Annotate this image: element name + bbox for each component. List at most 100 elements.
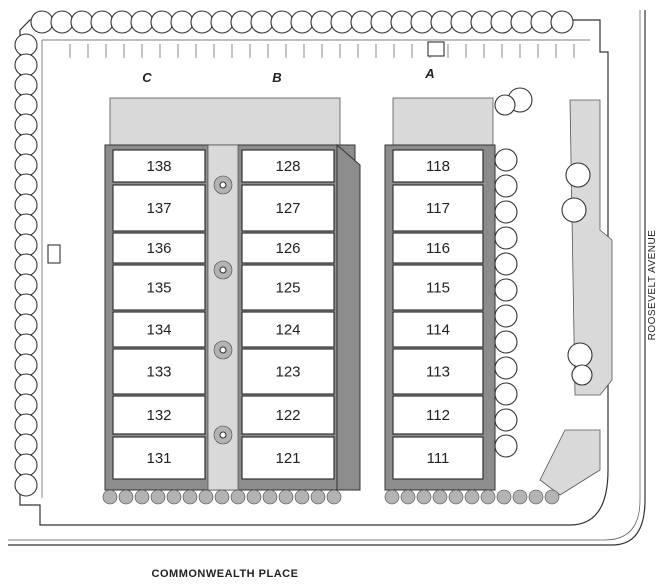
shrub bbox=[464, 489, 480, 505]
hedge-shrub bbox=[14, 253, 38, 277]
shrub bbox=[102, 489, 118, 505]
hedge-shrub bbox=[14, 53, 38, 77]
hedge-shrub bbox=[14, 193, 38, 217]
unit-138 bbox=[112, 149, 206, 183]
shrub bbox=[246, 489, 262, 505]
top-hedge bbox=[30, 10, 574, 34]
hedge-shrub bbox=[14, 33, 38, 57]
unit-label: 127 bbox=[275, 200, 300, 217]
hedge-shrub bbox=[450, 10, 474, 34]
left-utility-box bbox=[47, 244, 61, 264]
unit-label: 121 bbox=[275, 450, 300, 467]
hedge-shrub bbox=[494, 252, 518, 276]
unit-134 bbox=[112, 311, 206, 348]
hedge-shrub bbox=[14, 333, 38, 357]
hedge-shrub bbox=[14, 313, 38, 337]
unit-136 bbox=[112, 232, 206, 264]
hedge-shrub bbox=[330, 10, 354, 34]
hedge-shrub bbox=[370, 10, 394, 34]
shrub bbox=[118, 489, 134, 505]
top-utility-box bbox=[427, 41, 445, 57]
shrub bbox=[294, 489, 310, 505]
hedge-shrub bbox=[110, 10, 134, 34]
unit-117 bbox=[392, 184, 484, 232]
building-label-a: A bbox=[424, 66, 434, 81]
hedge-shrub bbox=[14, 73, 38, 97]
unit-111 bbox=[392, 436, 484, 480]
hedge-shrub bbox=[14, 393, 38, 417]
unit-127 bbox=[241, 184, 335, 232]
unit-label: 114 bbox=[426, 322, 450, 339]
unit-label: 116 bbox=[426, 240, 450, 257]
shrub bbox=[432, 489, 448, 505]
hedge-shrub bbox=[390, 10, 414, 34]
hedge-shrub bbox=[270, 10, 294, 34]
hedge-shrub bbox=[130, 10, 154, 34]
unit-label: 131 bbox=[146, 450, 171, 467]
hedge-shrub bbox=[494, 200, 518, 224]
hedge-shrub bbox=[14, 273, 38, 297]
unit-133 bbox=[112, 348, 206, 395]
shrub bbox=[544, 489, 560, 505]
planter-center bbox=[219, 181, 227, 189]
hedge-shrub bbox=[410, 10, 434, 34]
shrub bbox=[400, 489, 416, 505]
shrub bbox=[416, 489, 432, 505]
hedge-shrub bbox=[494, 226, 518, 250]
unit-label: 126 bbox=[275, 240, 300, 257]
hedge-shrub bbox=[14, 93, 38, 117]
unit-label: 124 bbox=[275, 322, 300, 339]
unit-label: 111 bbox=[427, 450, 450, 467]
unit-label: 136 bbox=[146, 240, 171, 257]
street-label-commonwealth-place: COMMONWEALTH PLACE bbox=[152, 568, 299, 580]
hedge-shrub bbox=[494, 330, 518, 354]
shrub bbox=[182, 489, 198, 505]
unit-grid: 1381371361351341331321311281271261251241… bbox=[112, 149, 484, 480]
shrub bbox=[448, 489, 464, 505]
hedge-shrub bbox=[290, 10, 314, 34]
hedge-shrub bbox=[90, 10, 114, 34]
unit-label: 134 bbox=[146, 322, 171, 339]
unit-125 bbox=[241, 264, 335, 311]
unit-128 bbox=[241, 149, 335, 183]
hedge-shrub bbox=[70, 10, 94, 34]
shrub bbox=[384, 489, 400, 505]
hedge-shrub bbox=[494, 356, 518, 380]
fence-ticks bbox=[69, 44, 575, 58]
left-hedge bbox=[14, 33, 38, 497]
hedge-shrub bbox=[14, 473, 38, 497]
building-a-shrubs bbox=[494, 148, 518, 458]
hedge-shrub bbox=[530, 10, 554, 34]
unit-label: 132 bbox=[146, 407, 171, 424]
property-boundary bbox=[8, 10, 646, 546]
bottom-shrubs bbox=[102, 489, 560, 505]
shrub bbox=[166, 489, 182, 505]
unit-label: 138 bbox=[146, 158, 171, 175]
unit-132 bbox=[112, 395, 206, 435]
hedge-shrub bbox=[190, 10, 214, 34]
unit-126 bbox=[241, 232, 335, 264]
shrub bbox=[230, 489, 246, 505]
shrub bbox=[262, 489, 278, 505]
hedge-shrub bbox=[14, 353, 38, 377]
shrub bbox=[528, 489, 544, 505]
hedge-shrub bbox=[494, 174, 518, 198]
unit-121 bbox=[241, 436, 335, 480]
unit-137 bbox=[112, 184, 206, 232]
hedge-shrub bbox=[14, 373, 38, 397]
hedge-shrub bbox=[14, 413, 38, 437]
unit-123 bbox=[241, 348, 335, 395]
courtyard-planters bbox=[213, 175, 233, 445]
unit-label: 115 bbox=[426, 280, 450, 297]
unit-label: 117 bbox=[426, 200, 450, 217]
unit-116 bbox=[392, 232, 484, 264]
hedge-shrub bbox=[30, 10, 54, 34]
unit-label: 137 bbox=[146, 200, 171, 217]
hedge-shrub bbox=[510, 10, 534, 34]
hedge-shrub bbox=[150, 10, 174, 34]
hedge-shrub bbox=[14, 153, 38, 177]
hedge-shrub bbox=[490, 10, 514, 34]
unit-124 bbox=[241, 311, 335, 348]
unit-122 bbox=[241, 395, 335, 435]
hedge-shrub bbox=[494, 304, 518, 328]
